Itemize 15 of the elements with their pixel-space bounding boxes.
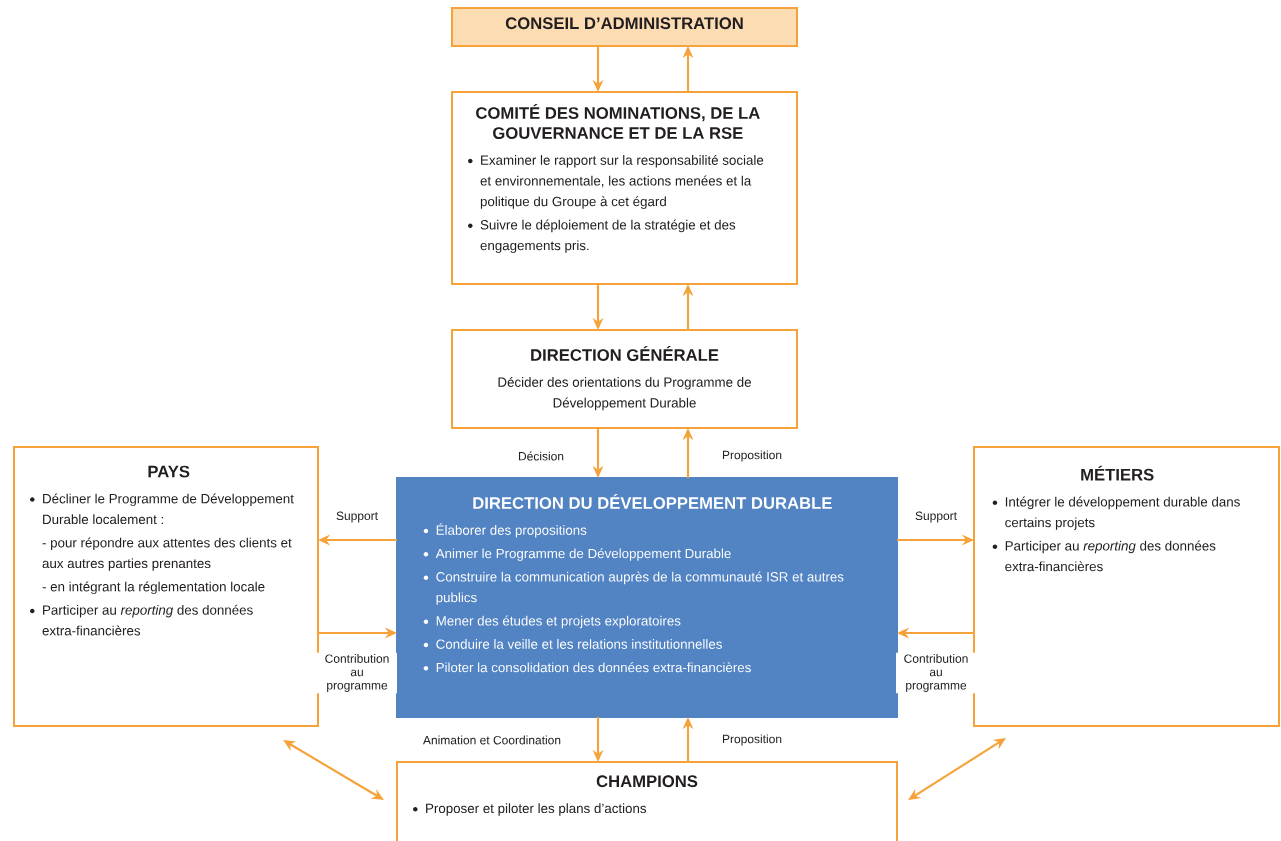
edge-label: Support — [913, 510, 959, 524]
edge-label: Contribution au programme — [317, 652, 397, 694]
edge-label: Contribution au programme — [896, 652, 976, 694]
champions-box: CHAMPIONS Proposer et piloter les plans d’actions — [396, 761, 898, 841]
edge-label: Décision — [516, 450, 566, 462]
board-box: CONSEIL D’ADMINISTRATION — [451, 7, 798, 47]
edge-label: Proposition — [720, 449, 784, 463]
committee-box: COMITÉ DES NOMINATIONS, DE LA GOUVERNANCE ET DE LA RSE Examiner le rapport sur la responsabilité sociale et environnementale, les actions menées et la politique du Groupe à cet égard Suivre le déploiement de la stratégie et des engagements pris. — [451, 91, 798, 285]
management-box: DIRECTION GÉNÉRALE Décider des orientations du Programme de Développement Durable — [451, 329, 798, 429]
edge-label: Animation et Coordination — [421, 734, 563, 746]
business-box: MÉTIERS Intégrer le développement durable dans certains projets Participer au reporting des données extra-financières — [973, 446, 1280, 727]
department-box: DIRECTION DU DÉVELOPPEMENT DURABLE Élaborer des propositions Animer le Programme de Développement Durable Construire la communication auprès de la communauté ISR et autres publics Mener des études et projets exploratoires Conduire la veille et les relations institutionnelles Piloter la consolidation des données extra-financières — [396, 477, 898, 718]
edge-label: Proposition — [720, 733, 784, 747]
edge-label: Support — [334, 510, 380, 524]
country-box: PAYS Décliner le Programme de Développement Durable localement : - pour répondre aux attentes des clients et aux autres parties prenantes - en intégrant la réglementation locale Participer au reporting des données extra-financières — [13, 446, 319, 727]
